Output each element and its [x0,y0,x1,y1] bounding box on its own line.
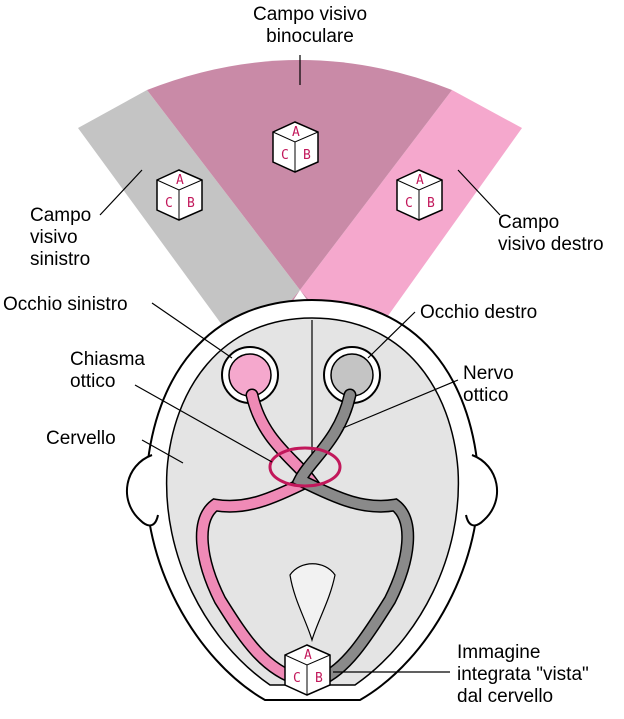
label-binocular-field: Campo visivo binoculare [245,4,375,48]
label-line: ottico [70,371,116,392]
cube-letter-c: C [165,196,173,211]
label-left-eye: Occhio sinistro [3,294,128,315]
cube-binocular: C B A [272,121,319,173]
label-line: visivo destro [498,234,604,255]
right-ear [465,454,499,527]
cube-letter-c: C [281,148,289,163]
cube-letter-a: A [292,125,300,140]
cube-letter-a: A [304,648,312,663]
label-brain: Cervello [46,428,116,449]
label-right-field: Campo visivo destro [498,212,604,256]
label-line: dal cervello [457,686,554,707]
label-line: Campo [498,212,560,233]
cube-letter-b: B [315,671,323,686]
left-ear [125,454,159,527]
label-line: ottico [463,385,509,406]
leader-brain [141,439,184,464]
binocular-visual-field [147,60,452,290]
cube-letter-b: B [303,148,311,163]
leader-left-eye [151,302,233,359]
label-chiasm: Chiasma ottico [70,349,145,393]
right-visual-field [300,90,522,355]
label-line: Nervo [463,363,514,384]
brainstem [289,563,336,643]
leader-chiasm [134,384,273,463]
cube-right: C B A [396,169,443,221]
label-line: visivo [30,227,78,248]
label-right-eye: Occhio destro [420,302,538,323]
leader-right-eye [367,311,416,359]
right-optic-pathway-fill [293,390,413,685]
label-integrated-image: Immagine integrata "vista" dal cervello [457,642,589,708]
leader-optic-nerve [342,379,459,429]
cube-letter-a: A [176,173,184,188]
cube-letter-b: B [427,196,435,211]
label-line: sinistro [30,249,91,270]
left-optic-pathway-fill [197,390,318,685]
cube-brain: C B A [284,644,331,696]
leader-right-field [457,169,501,216]
label-line: Immagine [457,642,541,663]
label-left-field: Campo visivo sinistro [30,205,91,271]
label-line: Campo [30,205,92,226]
cube-letter-b: B [187,196,195,211]
label-line: Chiasma [70,349,145,370]
leader-left-field [99,169,143,216]
label-optic-nerve: Nervo ottico [463,363,514,407]
cube-letter-a: A [416,173,424,188]
label-line: binoculare [266,26,354,47]
cube-letter-c: C [405,196,413,211]
label-line: Campo visivo [252,4,368,25]
cube-letter-c: C [293,671,301,686]
label-line: integrata "vista" [457,664,589,685]
cube-left: C B A [156,169,203,221]
left-visual-field [78,90,300,355]
chiasm-ring [268,446,342,488]
